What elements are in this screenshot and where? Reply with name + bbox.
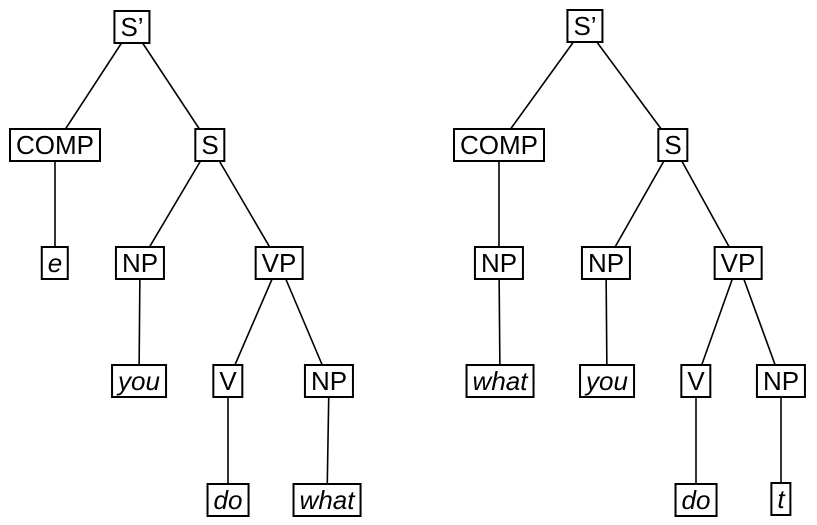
left-tree-node-e: e [40, 246, 70, 280]
left-tree-edge-s-np-subject [139, 144, 211, 264]
right-tree-node-vp: VP [713, 246, 763, 280]
left-tree-node-s: S [194, 128, 226, 162]
left-tree-node-np-object: NP [303, 364, 355, 398]
left-tree-edge-vp-np-object [278, 262, 330, 382]
right-tree-node-t: t [770, 482, 792, 516]
right-tree-node-you: you [579, 364, 635, 398]
right-tree-edge-s-vp [672, 144, 739, 264]
right-tree-edge-s-bar-s [584, 25, 674, 146]
right-tree-edge-np-subject-you [605, 262, 608, 382]
right-tree-node-what: what [465, 364, 535, 398]
right-tree-node-s: S [657, 128, 689, 162]
left-tree-node-v: V [212, 364, 244, 398]
left-tree-edge-s-vp [209, 144, 280, 264]
right-tree-node-comp: COMP [453, 128, 545, 162]
right-tree-edge-vp-np-object [737, 262, 782, 382]
left-tree-node-vp: VP [254, 246, 304, 280]
left-tree-node-do: do [206, 483, 250, 517]
right-tree-edge-s-np-subject [605, 144, 674, 264]
right-tree-node-np-subject: NP [580, 246, 632, 280]
right-tree-node-v: V [680, 364, 712, 398]
left-tree-node-you: you [111, 364, 167, 398]
left-tree-edge-s-bar-s [131, 26, 211, 146]
right-tree-edge-vp-v [695, 262, 739, 382]
left-tree-node-s-bar: S’ [113, 10, 151, 44]
left-tree-edge-vp-v [227, 262, 280, 382]
right-tree-node-s-bar: S’ [566, 9, 604, 43]
left-tree-edge-np-object-what [326, 380, 330, 501]
left-tree-edge-np-subject-you [138, 262, 141, 382]
left-tree-node-comp: COMP [9, 128, 101, 162]
right-tree-edge-s-bar-comp [498, 25, 586, 146]
right-tree-edge-np-comp-what [498, 262, 501, 382]
left-tree-node-np-subject: NP [114, 246, 166, 280]
left-tree-node-what: what [292, 483, 362, 517]
right-tree-node-do: do [674, 483, 718, 517]
right-tree-node-np-object: NP [755, 364, 807, 398]
left-tree-edge-s-bar-comp [54, 26, 133, 146]
right-tree-node-np-comp: NP [473, 246, 525, 280]
